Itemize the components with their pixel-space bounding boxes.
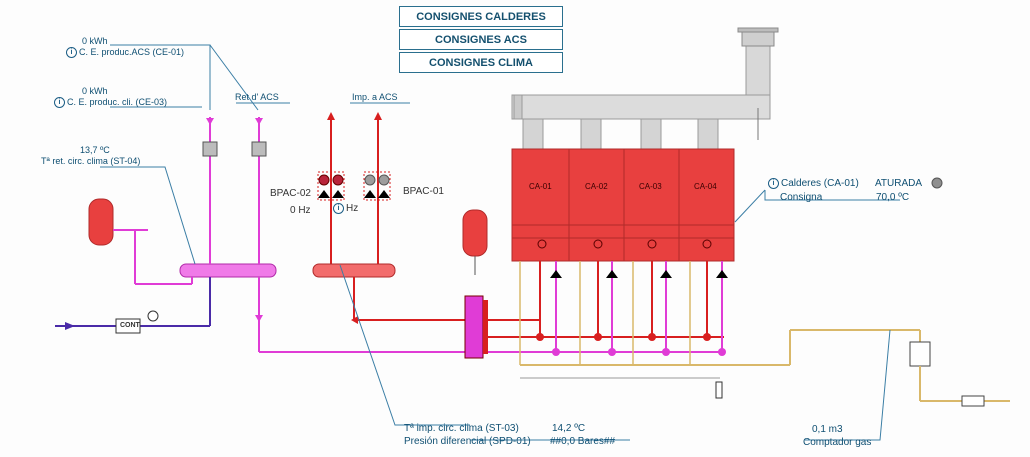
status-indicator-icon [931, 177, 943, 189]
gas-value: 0,1 m3 [812, 424, 843, 435]
water-supply [55, 277, 211, 334]
consignes-clima-button[interactable]: CONSIGNES CLIMA [399, 52, 563, 73]
sensor-imp-clima-value: 14,2 ºC [552, 423, 586, 434]
boiler-ca02[interactable]: CA-02 [585, 182, 608, 191]
heat-exchanger [464, 295, 540, 359]
sensor-presion-label[interactable]: Presión diferencial (SPD-01) [404, 436, 531, 447]
pump-bpac02-name[interactable]: BPAC-02 [270, 188, 311, 199]
info-icon[interactable]: i [768, 178, 779, 189]
cont-label: CONT [120, 322, 140, 329]
sensor-imp-clima-label[interactable]: Tª imp. circ. clima (ST-03) [404, 423, 519, 434]
meter-acs-value: 0 kWh [82, 36, 108, 46]
boiler-ca04[interactable]: CA-04 [694, 182, 717, 191]
boiler-bank [511, 148, 735, 262]
boiler-ca03[interactable]: CA-03 [639, 182, 662, 191]
info-icon[interactable]: i [66, 47, 77, 59]
sensor-presion-value: ##0,0 Bares## [550, 436, 616, 447]
consigna-value: 70,0 ºC [876, 192, 910, 203]
sensor-ret-clima-label[interactable]: Tª ret. circ. clima (ST-04) [41, 156, 141, 166]
meter-cli-value: 0 kWh [82, 86, 108, 96]
info-icon[interactable]: i [54, 97, 65, 109]
boiler-ca01[interactable]: CA-01 [529, 182, 552, 191]
consigna-label: Consigna [780, 192, 823, 203]
clima-circuit [134, 117, 470, 353]
pump-bpac01-name[interactable]: BPAC-01 [403, 186, 444, 197]
acs-circuit [312, 112, 470, 324]
gas-label[interactable]: Comptador gas [803, 437, 872, 448]
consignes-calderes-button[interactable]: CONSIGNES CALDERES [399, 6, 563, 27]
boiler-piping [488, 261, 750, 399]
leader-lines [100, 44, 900, 441]
flue-system [511, 27, 779, 150]
expansion-tanks [88, 198, 488, 275]
pipe-imp-acs-label: Imp. a ACS [352, 92, 398, 102]
pump-freq2-text: Hz [346, 203, 359, 215]
gas-line [750, 329, 1010, 407]
pipe-ret-acs-label: Ret d' ACS [235, 92, 279, 102]
info-icon[interactable]: i [333, 203, 344, 214]
calderes-text: Calderes (CA-01) [781, 178, 859, 190]
pump-bpac02-freq: 0 Hz [290, 205, 311, 216]
meter-cli-text: C. E. produc. cli. (CE-03) [67, 97, 168, 107]
meter-acs-text: C. E. produc.ACS (CE-01) [79, 47, 185, 57]
sensor-ret-clima-value: 13,7 ºC [80, 145, 110, 155]
consignes-acs-button[interactable]: CONSIGNES ACS [399, 29, 563, 50]
calderes-status: ATURADA [875, 178, 923, 189]
